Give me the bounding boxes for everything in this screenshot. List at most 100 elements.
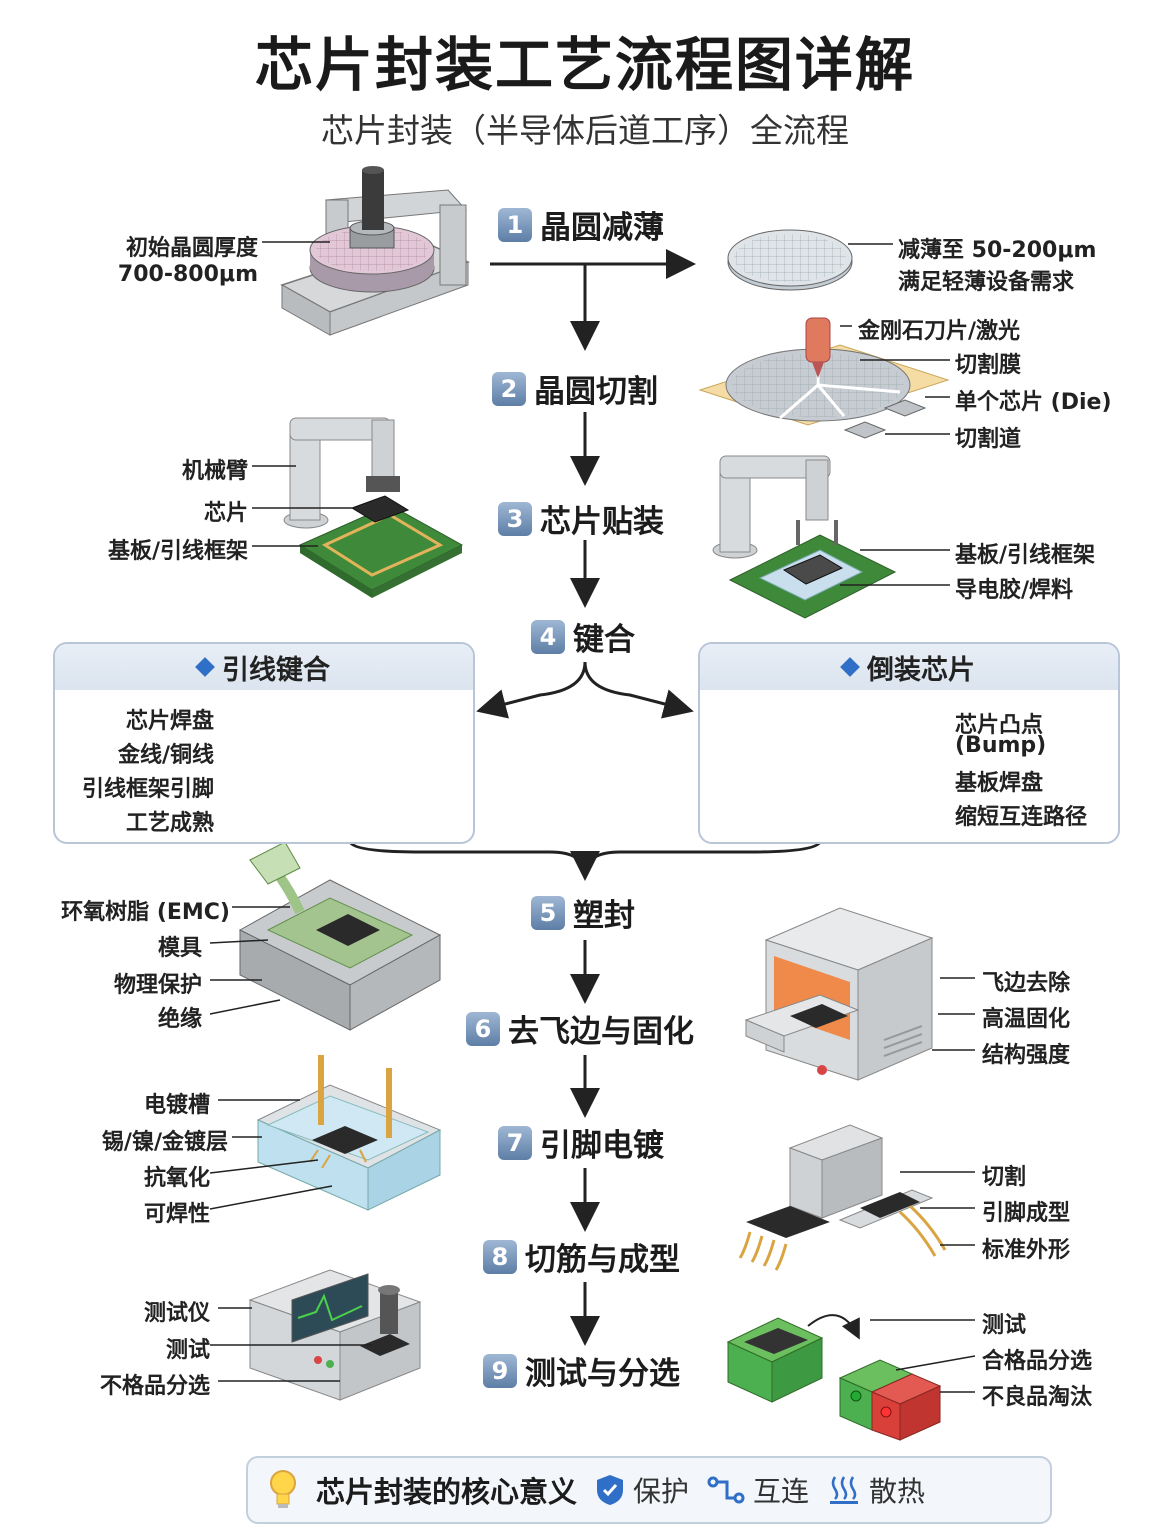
wire-bonding-panel: 引线键合 [53,642,475,844]
robot-arm-left [283,417,464,598]
step-5: 5 塑封 [531,890,635,935]
callout-mold: 模具 [157,936,202,961]
step-4: 4 键合 [531,614,635,659]
step-3: 3 芯片贴装 [498,496,664,541]
callout-standard-outline: 标准外形 [982,1238,1071,1263]
callout-plating-layer: 锡/镍/金镀层 [101,1130,228,1155]
step-number-badge: 6 [466,1011,500,1046]
callout-bond-wire: 金线/铜线 [117,743,214,768]
footer-item-interconnect: 互连 [707,1470,809,1510]
shield-icon [597,1475,624,1505]
callout-reject-sort: 不格品分选 [99,1374,210,1399]
callout-strength: 结构强度 [982,1043,1071,1068]
callout-anti-oxidation: 抗氧化 [143,1166,210,1191]
step-number-badge: 7 [498,1125,532,1160]
callout-mature-process: 工艺成熟 [125,811,214,836]
step-number-badge: 3 [498,501,532,536]
callout-scribe-line: 切割道 [955,427,1022,452]
callout-solderability: 可焊性 [143,1202,210,1227]
step-label: 晶圆切割 [534,374,658,410]
step-label: 切筋与成型 [525,1242,680,1278]
wire-bonding-panel-header: 引线键合 [55,644,473,690]
callout-thinned: 减薄至 50-200μm [898,238,1097,263]
callout-protection: 物理保护 [113,973,202,998]
callout-die-pad: 芯片焊盘 [125,709,214,734]
step-label: 引脚电镀 [540,1128,664,1164]
step-label: 键合 [573,622,635,658]
lightbulb-icon [270,1470,296,1508]
flip-chip-panel: 倒装芯片 [698,642,1120,844]
step-label: 塑封 [573,898,635,934]
callout-pass-sort: 合格品分选 [982,1349,1093,1374]
callout-substrate-right: 基板/引线框架 [955,543,1096,568]
step-label: 测试与分选 [525,1356,680,1392]
grinder-illustration [280,166,470,336]
thin-wafer-illustration [727,229,853,291]
step-number-badge: 5 [531,895,565,930]
flip-chip-title: 倒装芯片 [867,654,975,686]
callout-emc: 环氧树脂 (EMC) [61,900,230,925]
footer-item-protect: 保护 [595,1470,689,1510]
page-title: 芯片封装工艺流程图详解 [254,31,915,99]
callout-fail-reject: 不良品淘汰 [982,1385,1093,1410]
oven-illustration [744,907,934,1081]
step-label: 芯片贴装 [540,504,664,540]
callout-trim: 切割 [982,1165,1027,1190]
step-7: 7 引脚电镀 [498,1120,664,1165]
heat-icon [830,1476,859,1504]
callout-insulation: 绝缘 [157,1007,202,1032]
callout-test-right: 测试 [982,1313,1027,1338]
callout-initial-thickness: 初始晶圆厚度 [125,236,258,261]
callout-substrate-pad: 基板焊盘 [955,771,1044,796]
callout-adhesive: 导电胶/焊料 [955,578,1074,603]
flow-arrows [348,249,822,1346]
trim-form-illustration [738,1124,947,1271]
page-subtitle: 芯片封装（半导体后道工序）全流程 [321,111,849,150]
step-number-badge: 8 [483,1239,517,1274]
step-1: 1 晶圆减薄 [498,202,664,247]
footer-item-label: 互连 [753,1475,810,1508]
callout-lead-form: 引脚成型 [982,1201,1071,1226]
callout-thinned-purpose: 满足轻薄设备需求 [898,270,1075,295]
robot-arm-right [712,455,897,619]
callout-robot-arm: 机械臂 [181,459,248,484]
step-label: 去飞边与固化 [508,1014,694,1050]
callout-plating-tank: 电镀槽 [143,1093,210,1118]
flip-chip-panel-header: 倒装芯片 [700,644,1118,690]
plating-illustration [256,1055,442,1211]
step-label: 晶圆减薄 [540,210,664,246]
core-meaning-title: 芯片封装的核心意义 [316,1475,578,1509]
callout-dicing-tape: 切割膜 [955,353,1022,378]
step-number-badge: 1 [498,207,532,242]
step-number-badge: 9 [483,1353,517,1388]
diamond-bullet-icon [195,657,215,677]
core-meaning-bar: 芯片封装的核心意义 保护 互连 散热 [246,1456,1052,1524]
link-icon [707,1476,745,1504]
footer-item-label: 保护 [633,1475,690,1508]
callout-chip: 芯片 [203,501,248,526]
callout-single-die: 单个芯片 (Die) [955,390,1112,415]
callout-bump-en: (Bump) [955,733,1047,758]
callout-short-path: 缩短互连路径 [955,805,1088,830]
step-2: 2 晶圆切割 [492,366,658,411]
step-8: 8 切筋与成型 [483,1234,680,1279]
step-number-badge: 4 [531,619,565,654]
callout-lead-frame-pin: 引线框架引脚 [81,777,214,802]
sorting-bins-illustration [726,1314,942,1441]
callout-test-left: 测试 [165,1338,210,1363]
callout-initial-thickness-value: 700-800μm [117,262,258,287]
callout-bump: 芯片凸点 [955,713,1044,738]
tester-illustration [248,1269,422,1401]
callout-deflash: 飞边去除 [982,971,1071,996]
footer-item-heat: 散热 [827,1470,925,1510]
footer-item-label: 散热 [869,1475,926,1508]
diamond-bullet-icon [840,657,860,677]
callout-tester: 测试仪 [143,1301,210,1326]
step-9: 9 测试与分选 [483,1348,680,1393]
step-6: 6 去飞边与固化 [466,1006,694,1051]
dicing-illustration [698,317,950,439]
callout-blade-laser: 金刚石刀片/激光 [858,319,1021,344]
callout-substrate: 基板/引线框架 [107,539,248,564]
wire-bonding-title: 引线键合 [222,654,330,686]
callout-cure: 高温固化 [982,1007,1071,1032]
